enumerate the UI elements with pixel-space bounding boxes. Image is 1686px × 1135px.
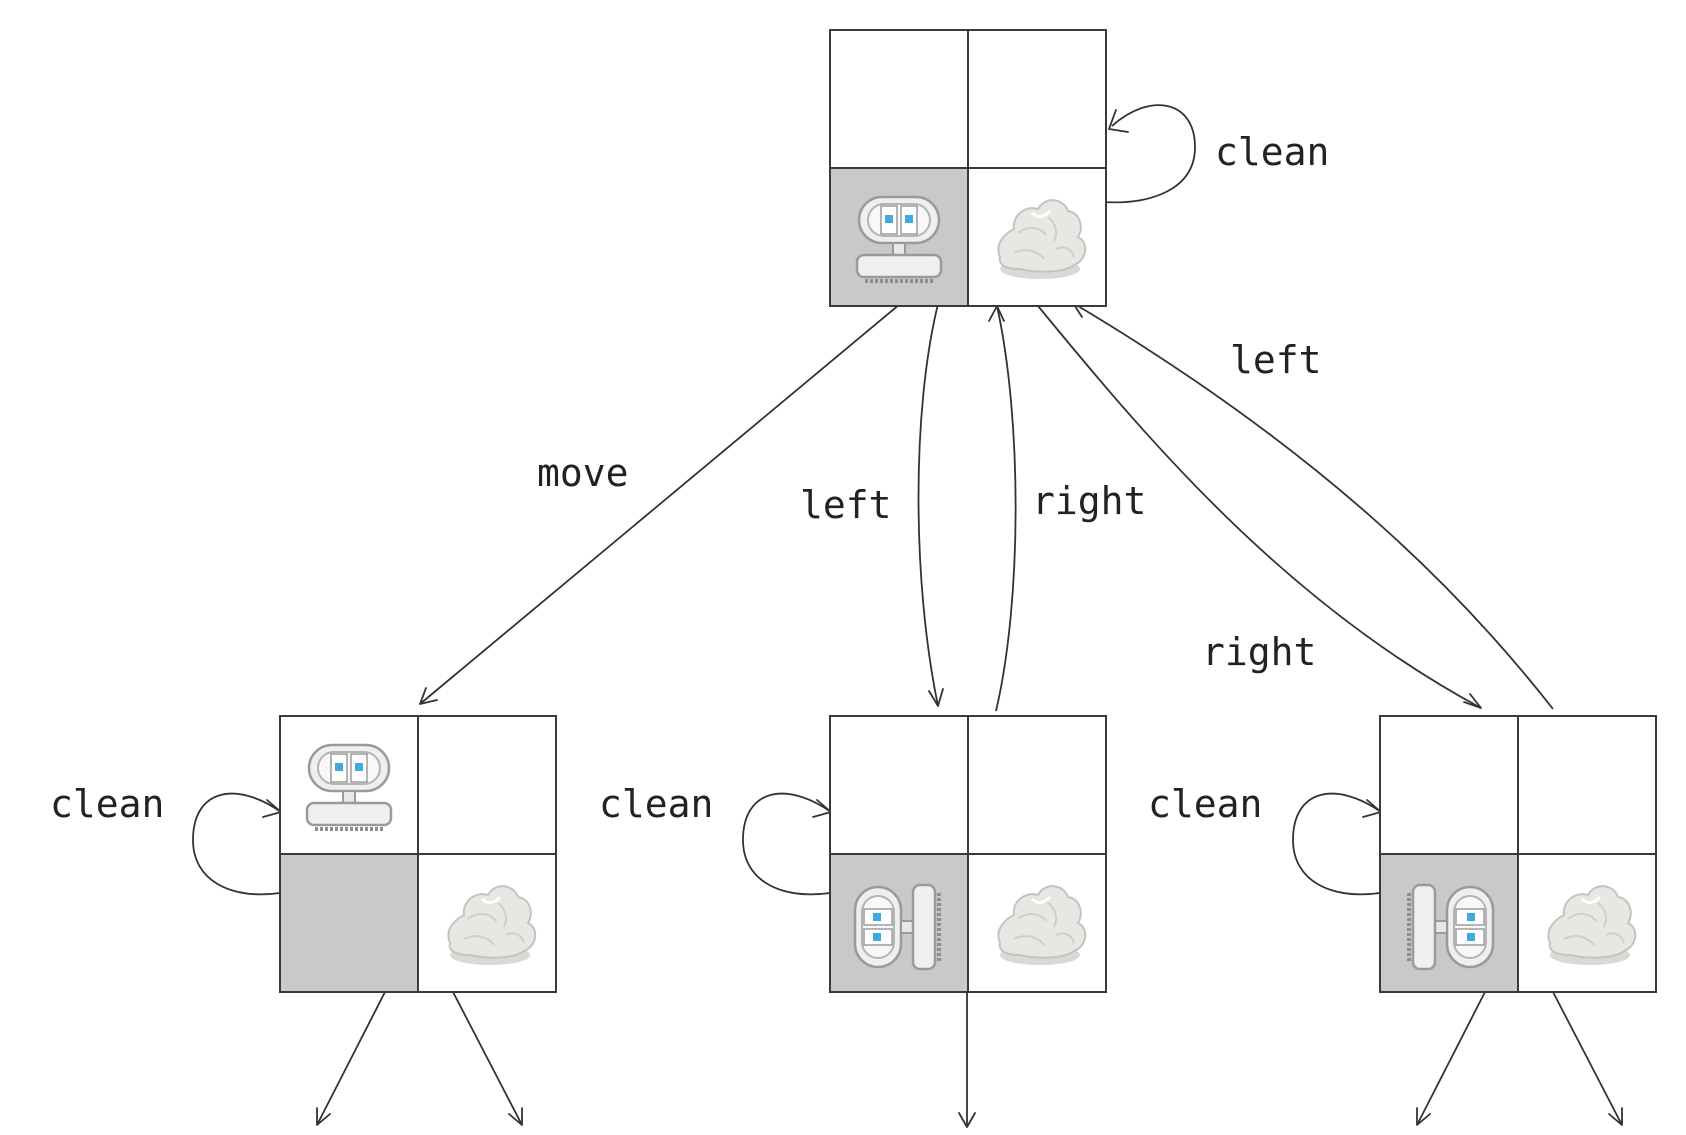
arrowhead-child3-out-a: [1416, 1107, 1431, 1126]
label-right-up: right: [1032, 479, 1146, 523]
arrowhead-right-up: [988, 305, 1005, 322]
grid-cell-top-left: [829, 29, 969, 169]
arrowhead-child1-out-b: [508, 1107, 523, 1126]
arrowhead-child3-out-b: [1608, 1107, 1623, 1126]
arrowhead-move: [419, 687, 438, 705]
label-move: move: [537, 451, 629, 495]
grid-cell-top-left: [829, 715, 969, 855]
arrowhead-root-clean: [1108, 109, 1129, 133]
grid-cell-top-right: [967, 29, 1107, 169]
arrowhead-left-down: [928, 688, 944, 707]
label-child2-clean: clean: [599, 782, 713, 826]
edge-child1-out-a: [316, 991, 386, 1126]
state-grid-after-right: [1379, 715, 1657, 993]
edge-child3-clean-loop: [1292, 792, 1382, 896]
robot-icon: [305, 743, 393, 831]
grid-cell-top-right: [1517, 715, 1657, 855]
arrowhead-child1-out-a: [316, 1107, 331, 1126]
grid-cell-top-left: [1379, 715, 1519, 855]
edge-child1-out-b: [452, 991, 523, 1126]
label-left-up: left: [1230, 338, 1322, 382]
robot-icon: [855, 885, 939, 969]
edge-child3-out-a: [1416, 991, 1486, 1126]
label-root-clean: clean: [1215, 130, 1329, 174]
edge-left-down: [917, 303, 939, 707]
edge-move: [419, 303, 901, 705]
grid-cell-top-right: [417, 715, 557, 855]
label-right-down: right: [1202, 630, 1316, 674]
edge-child1-clean-loop: [192, 792, 282, 896]
label-child3-clean: clean: [1148, 782, 1262, 826]
grid-cell-top-right: [967, 715, 1107, 855]
grid-cell-bottom-left: [279, 853, 419, 993]
robot-icon: [855, 195, 943, 283]
edge-child2-clean-loop: [742, 792, 832, 896]
edge-left-up: [1072, 302, 1554, 710]
state-grid-after-move: [279, 715, 557, 993]
state-grid-after-left: [829, 715, 1107, 993]
label-left-down: left: [800, 483, 892, 527]
label-child1-clean: clean: [50, 782, 164, 826]
states: [279, 29, 1657, 993]
arrowhead-child2-out: [958, 1112, 976, 1128]
robot-icon: [1409, 885, 1493, 969]
state-grid-root: [829, 29, 1107, 307]
edge-labels: clean move left right left right clean c…: [50, 130, 1329, 826]
edge-right-down: [1037, 305, 1482, 709]
edge-right-up: [995, 305, 1017, 712]
arrowhead-right-down: [1463, 693, 1482, 709]
edge-child3-out-b: [1552, 991, 1623, 1126]
edge-root-clean-loop: [1101, 104, 1196, 204]
